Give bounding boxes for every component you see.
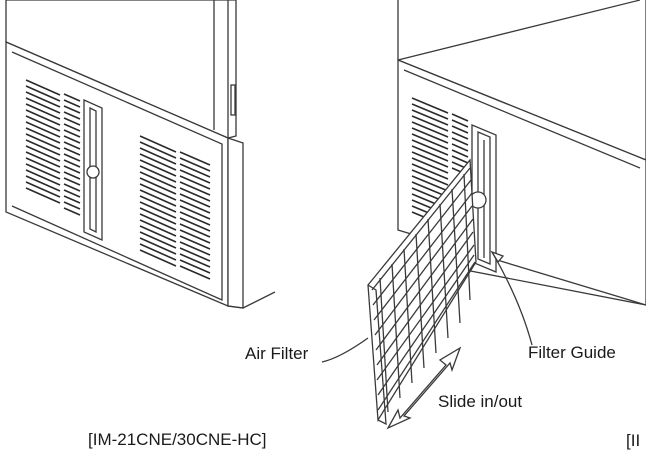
filter-guide-label: Filter Guide: [528, 343, 616, 362]
left-ice-machine: [5, 0, 276, 309]
left-handle: [83, 98, 103, 242]
left-louver-group-b: [139, 135, 211, 280]
leader-lines: [321, 250, 533, 363]
air-filter-label: Air Filter: [245, 344, 309, 363]
right-louver-group: [411, 97, 469, 228]
model-right-caption: [II: [626, 431, 640, 450]
model-left-caption: [IM-21CNE/30CNE-HC]: [88, 430, 267, 449]
filter-guide: [469, 124, 497, 273]
left-louver-group-a: [25, 79, 81, 216]
double-headed-arrow-icon: [386, 346, 462, 430]
slide-label: Slide in/out: [438, 392, 522, 411]
air-filter-mesh: [367, 158, 477, 426]
